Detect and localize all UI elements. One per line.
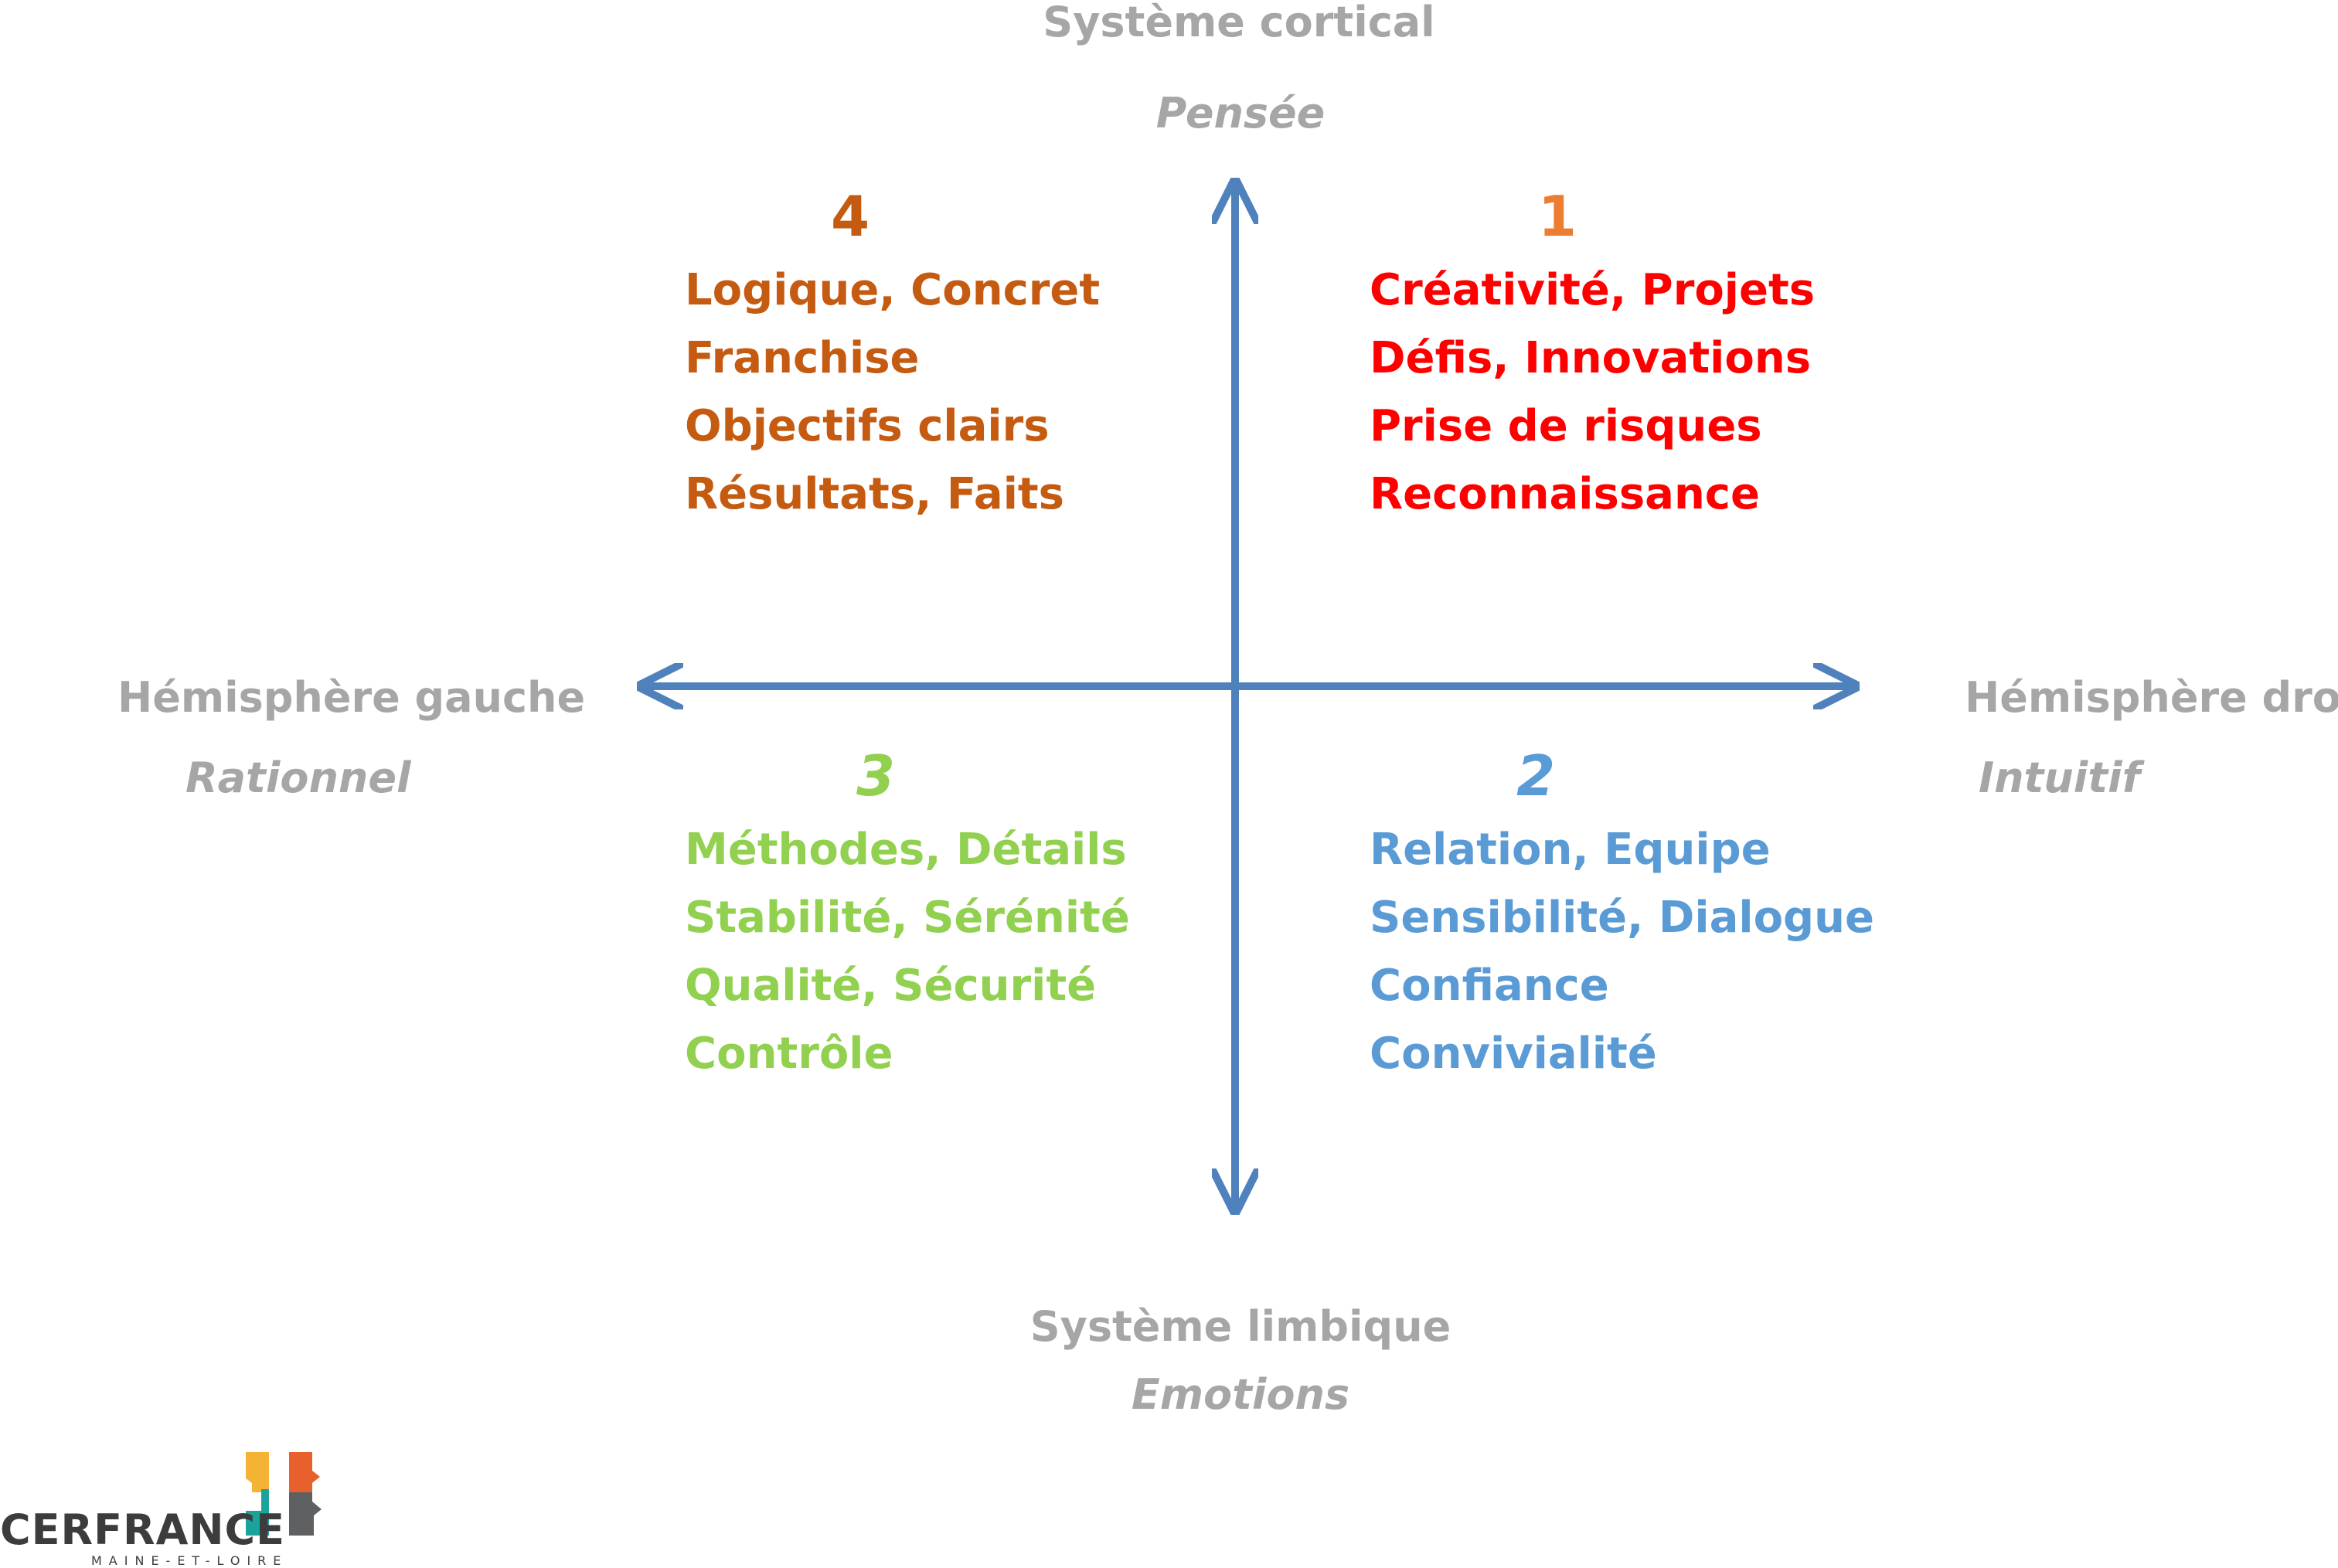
quadrant-3-number: 3 <box>856 743 896 808</box>
axis-top-sublabel: Pensée <box>1155 89 1326 138</box>
quadrant-3-item: Contrôle <box>685 1029 893 1079</box>
quadrant-3-list: Méthodes, Détails Stabilité, Sérénité Qu… <box>685 816 1130 1088</box>
quadrant-4-item: Logique, Concret <box>685 265 1101 315</box>
quadrant-2-item: Confiance <box>1370 961 1609 1011</box>
axis-bottom-sublabel: Emotions <box>1131 1370 1350 1419</box>
quadrant-1-item: Prise de risques <box>1370 401 1762 451</box>
quadrant-4-list: Logique, Concret Franchise Objectifs cla… <box>685 257 1100 529</box>
axis-left-label: Hémisphère gauche <box>117 673 586 722</box>
quadrant-1-item: Créativité, Projets <box>1370 265 1816 315</box>
cerfrance-logo: CERFRANCE MAINE-ET-LOIRE <box>0 1449 356 1567</box>
logo-subtitle: MAINE-ET-LOIRE <box>91 1553 288 1568</box>
quadrant-3-item: Qualité, Sécurité <box>685 961 1097 1011</box>
quadrant-3-item: Stabilité, Sérénité <box>685 893 1130 943</box>
quadrant-3-item: Méthodes, Détails <box>685 825 1127 875</box>
quadrant-2-item: Relation, Equipe <box>1370 825 1771 875</box>
logo-name: CERFRANCE <box>0 1505 286 1554</box>
quadrant-2-item: Convivialité <box>1370 1029 1657 1079</box>
quadrant-2-list: Relation, Equipe Sensibilité, Dialogue C… <box>1370 816 1874 1088</box>
quadrant-4-item: Franchise <box>685 333 920 383</box>
axis-top-label: Système cortical <box>1043 0 1435 46</box>
axis-right-sublabel: Intuitif <box>1979 753 2141 802</box>
logo-mark-icon <box>246 1452 322 1536</box>
axis-bottom-label: Système limbique <box>1029 1302 1451 1351</box>
axis-right-label: Hémisphère droit <box>1965 673 2338 722</box>
quadrant-1-list: Créativité, Projets Défis, Innovations P… <box>1370 257 1815 529</box>
quadrant-1-item: Défis, Innovations <box>1370 333 1812 383</box>
axis-left-sublabel: Rationnel <box>185 753 411 802</box>
quadrant-4-item: Résultats, Faits <box>685 469 1064 519</box>
quadrant-1-number: 1 <box>1538 184 1577 249</box>
quadrant-2-item: Sensibilité, Dialogue <box>1370 893 1874 943</box>
quadrant-1-item: Reconnaissance <box>1370 469 1760 519</box>
quadrant-2-number: 2 <box>1516 743 1556 808</box>
quadrant-4-item: Objectifs clairs <box>685 401 1050 451</box>
quadrant-4-number: 4 <box>831 184 870 249</box>
